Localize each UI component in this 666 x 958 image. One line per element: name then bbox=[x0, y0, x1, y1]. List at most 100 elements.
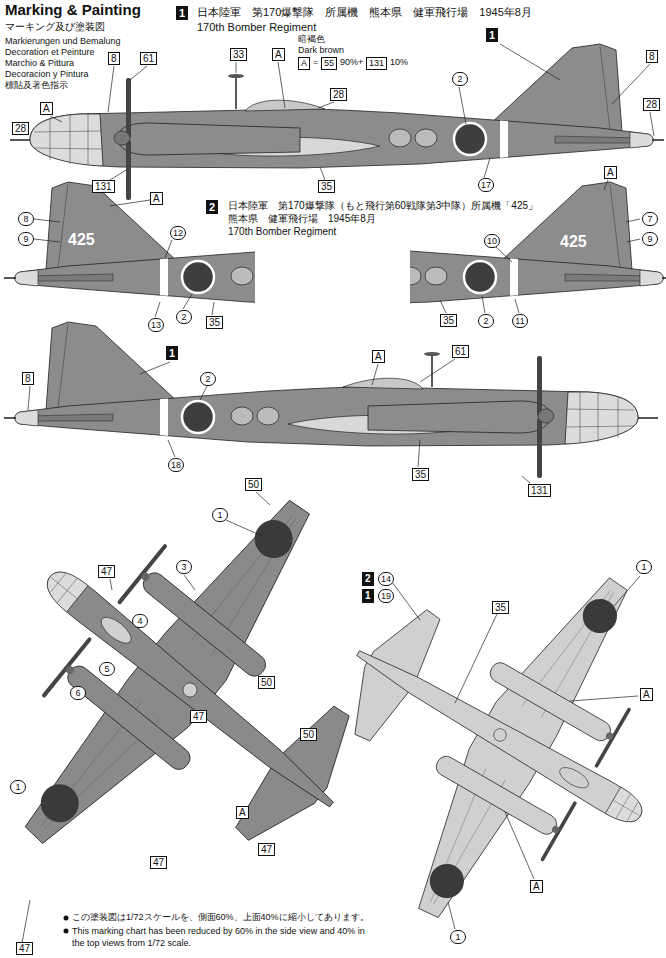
decal-number: 1 bbox=[636, 560, 652, 574]
side-view-2-part-part bbox=[4, 322, 658, 478]
side-view-1-part-part-part bbox=[454, 123, 486, 155]
leader-lines-part bbox=[614, 576, 640, 606]
leader-lines-part bbox=[650, 112, 654, 136]
note-text: 170th Bomber Regiment bbox=[197, 21, 316, 34]
leader-lines-part bbox=[256, 492, 270, 505]
color-callout: A bbox=[604, 166, 617, 179]
leader-lines-part bbox=[165, 240, 172, 258]
side-view-1 bbox=[10, 44, 664, 200]
leader-lines-part bbox=[604, 180, 608, 190]
leader-lines-part bbox=[130, 66, 147, 80]
leader-lines-part bbox=[440, 300, 446, 313]
side-view-2-part-part-part bbox=[182, 401, 214, 433]
leader-lines-part bbox=[110, 200, 150, 206]
decal-number: 8 bbox=[18, 212, 34, 226]
leader-lines-part bbox=[278, 62, 285, 108]
decal-number: 17 bbox=[478, 178, 494, 192]
leader-lines-part bbox=[34, 219, 60, 222]
leader-lines-part bbox=[482, 296, 485, 313]
chart-title: Marking & Painting bbox=[5, 1, 141, 19]
color-callout: 55 bbox=[321, 57, 337, 70]
color-callout: 33 bbox=[230, 48, 247, 61]
decal-number: 1 bbox=[212, 508, 228, 522]
leader-lines-part bbox=[515, 299, 519, 313]
leader-lines-part bbox=[448, 902, 455, 929]
decal-number: 1 bbox=[10, 780, 26, 794]
leader-lines-part bbox=[320, 167, 325, 180]
color-callout: 8 bbox=[108, 52, 120, 65]
side-view-1-part-part bbox=[454, 110, 508, 170]
tail-view-left-part-part-part bbox=[182, 261, 214, 293]
leader-lines-part bbox=[418, 440, 420, 467]
note-text: 日本陸軍 第170爆撃隊 所属機 熊本県 健軍飛行場 1945年8月 bbox=[197, 6, 532, 19]
leader-lines-part bbox=[459, 87, 466, 124]
leader-lines-part bbox=[455, 614, 497, 703]
color-callout: 35 bbox=[440, 314, 457, 327]
tail-view-right-part bbox=[410, 182, 666, 330]
note-text: Decoracion y Pintura bbox=[5, 69, 89, 80]
leader-lines-part bbox=[484, 158, 490, 178]
leader-lines-part bbox=[184, 575, 195, 590]
color-callout: 47 bbox=[98, 565, 115, 578]
color-callout: 61 bbox=[452, 345, 469, 358]
leader-lines-part bbox=[155, 302, 160, 317]
leader-lines-part bbox=[200, 386, 207, 400]
profile-badge: 1 bbox=[486, 28, 498, 42]
color-callout: A bbox=[530, 880, 543, 893]
note-text: Decoration et Peinture bbox=[5, 47, 95, 58]
color-callout: 61 bbox=[140, 52, 157, 65]
tail-view-right-part-part-part bbox=[510, 248, 518, 308]
color-callout: 47 bbox=[258, 843, 275, 856]
leader-lines-part bbox=[626, 219, 640, 222]
note-bullets-part bbox=[64, 916, 69, 921]
tail-view-left-part-part-part bbox=[160, 248, 168, 308]
tail-view-left-part-part bbox=[4, 182, 255, 330]
decal-number: 2 bbox=[478, 314, 494, 328]
note-text: 日本陸軍 第170爆撃隊（もと飛行第60戦隊第3中隊）所属機「425」 bbox=[228, 200, 538, 212]
leader-lines-part bbox=[505, 812, 534, 879]
profile-badge: 2 bbox=[206, 200, 218, 214]
note-text: 170th Bomber Regiment bbox=[228, 226, 336, 238]
note-text: Marchio & Pittura bbox=[5, 58, 74, 69]
leader-lines-part bbox=[168, 440, 175, 457]
leader-lines-part bbox=[34, 239, 60, 242]
leader-lines-part bbox=[318, 102, 334, 108]
leader-lines-part bbox=[500, 44, 560, 80]
profile-badge: 1 bbox=[176, 6, 188, 20]
note-text: 90%+ bbox=[340, 57, 363, 68]
side-view-2-part-part bbox=[160, 388, 214, 448]
note-text: This marking chart has been reduced by 6… bbox=[72, 925, 372, 949]
side-view-2 bbox=[4, 322, 658, 478]
leader-lines-part bbox=[22, 900, 30, 943]
leader-lines bbox=[22, 44, 654, 943]
color-callout: 47 bbox=[150, 856, 167, 869]
side-view-2-part-part-part bbox=[160, 388, 168, 448]
leader-lines-part bbox=[627, 239, 640, 242]
color-callout: A bbox=[150, 192, 163, 205]
leader-lines-part bbox=[392, 582, 420, 620]
side-view-1-part-part bbox=[10, 44, 664, 200]
note-text: 標貼及著色指示 bbox=[5, 80, 68, 91]
color-callout: 35 bbox=[492, 601, 509, 614]
decal-number: 2 bbox=[452, 72, 468, 86]
decal-number: 2 bbox=[200, 372, 216, 386]
fin-code: 425 bbox=[68, 230, 95, 249]
note-text: Dark brown bbox=[298, 45, 344, 56]
side-view-1-part-part-part bbox=[500, 110, 508, 170]
side-view-1-part bbox=[10, 44, 664, 200]
color-callout: A bbox=[40, 102, 53, 115]
note-text: 10% bbox=[390, 57, 408, 68]
color-callout: 131 bbox=[92, 180, 115, 193]
note-text: 熊本県 健軍飛行場 1945年8月 bbox=[228, 213, 376, 225]
leader-lines-part bbox=[420, 359, 455, 382]
side-view-2-part bbox=[4, 322, 658, 478]
color-callout: 131 bbox=[366, 57, 387, 70]
leader-lines-part bbox=[110, 170, 126, 180]
note-text: マーキング及び塗装図 bbox=[5, 21, 105, 33]
decal-number: 13 bbox=[148, 318, 164, 332]
color-callout: 35 bbox=[318, 180, 335, 193]
leader-lines-part bbox=[226, 520, 262, 536]
leader-lines-part bbox=[570, 696, 638, 701]
decal-number: 2 bbox=[176, 310, 192, 324]
tail-view-left-part bbox=[4, 182, 255, 330]
